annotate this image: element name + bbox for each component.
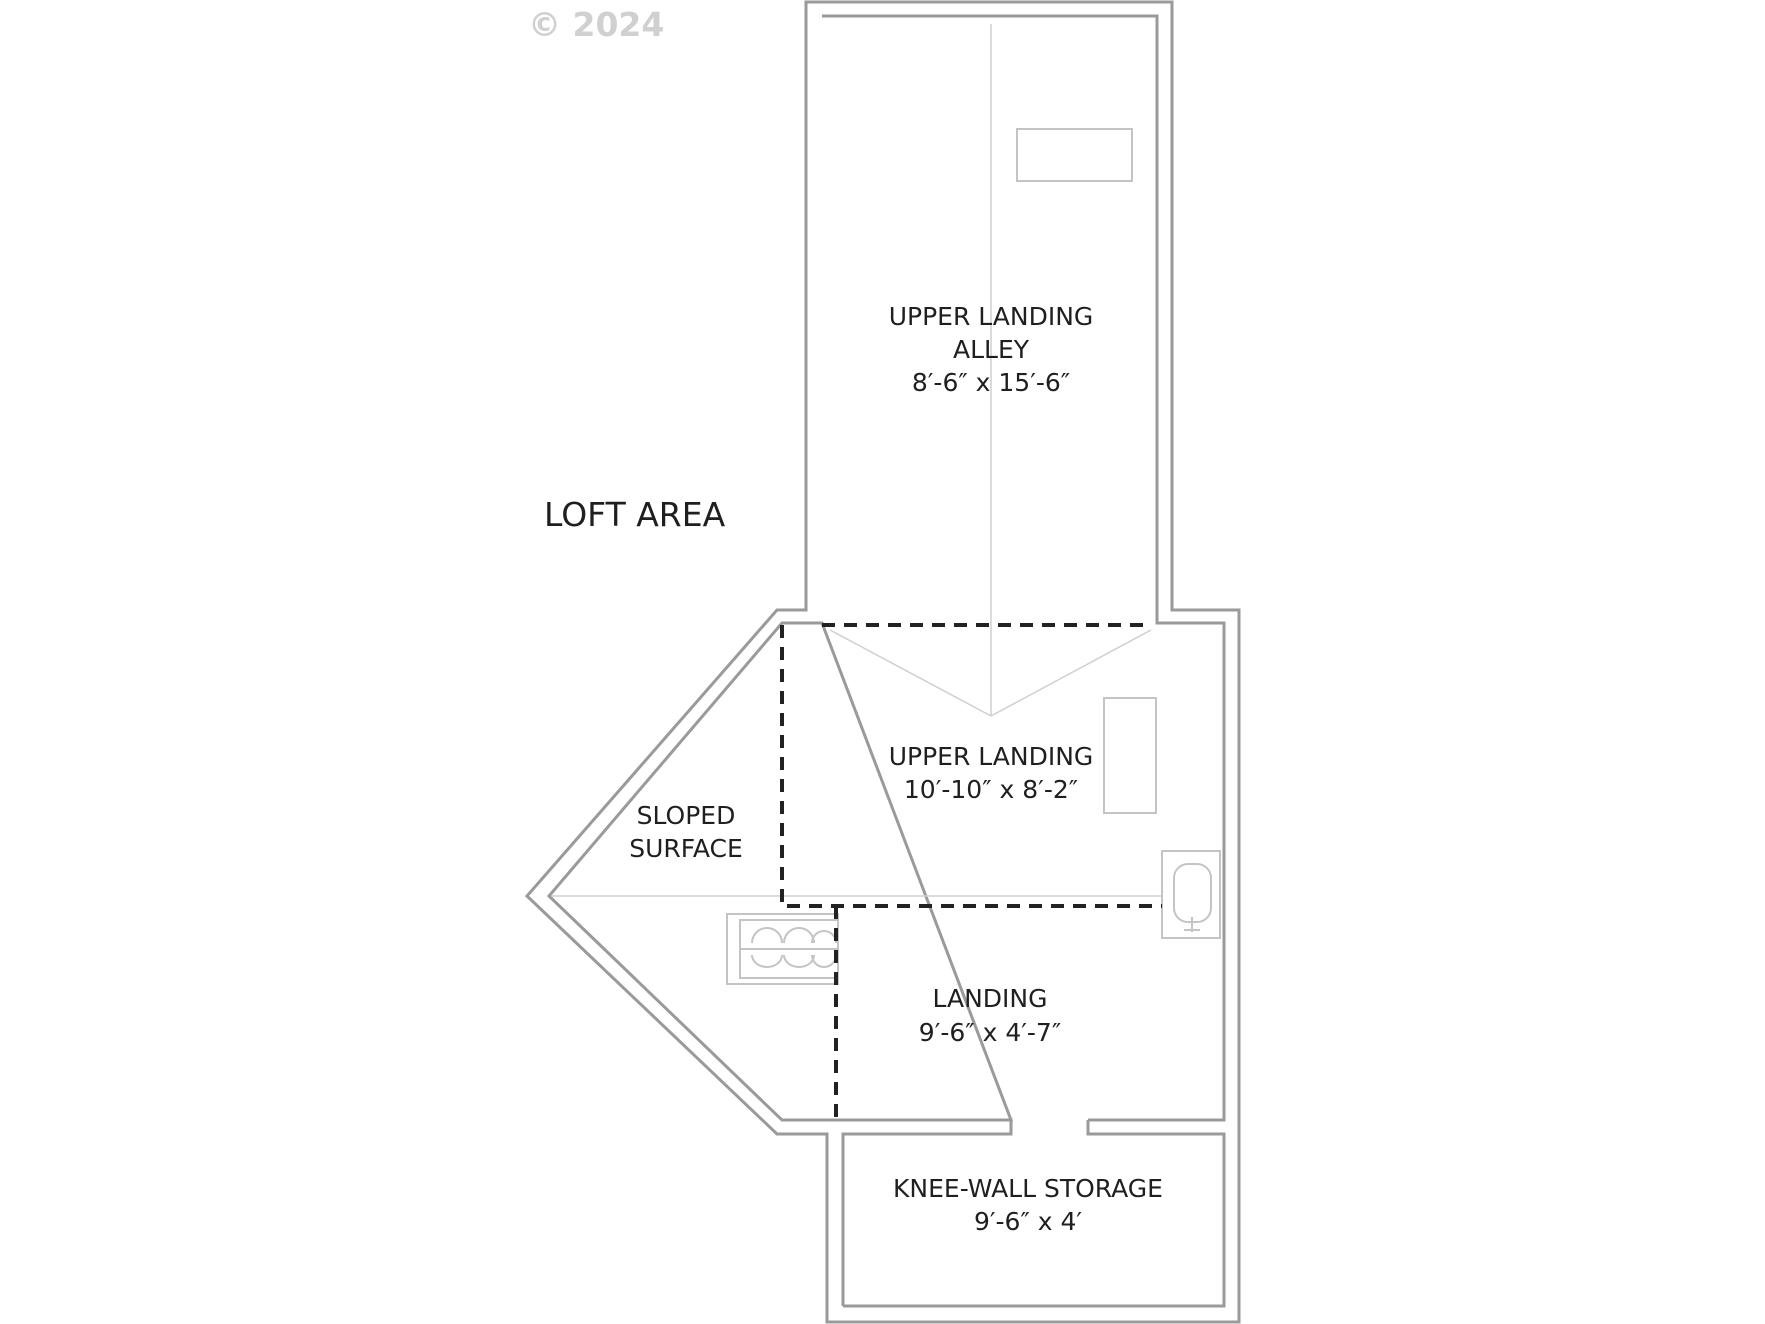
shelf-unit-icon — [726, 913, 839, 985]
upper-landing-alley-label: UPPER LANDING ALLEY 8′-6″ x 15′-6″ — [889, 302, 1094, 397]
sink-icon — [1161, 850, 1221, 939]
room-name: SLOPED — [637, 801, 736, 830]
room-name: UPPER LANDING — [889, 742, 1094, 771]
sloped-surface-label: SLOPED SURFACE — [629, 801, 743, 863]
room-name: UPPER LANDING — [889, 302, 1094, 331]
hip-line-left — [829, 629, 992, 717]
door-jamb-left — [782, 1118, 1013, 1306]
knee-wall-storage-label: KNEE-WALL STORAGE 9′-6″ x 4′ — [893, 1174, 1163, 1236]
room-name: SURFACE — [629, 834, 743, 863]
loft-area-title: LOFT AREA — [544, 495, 726, 534]
room-name: KNEE-WALL STORAGE — [893, 1174, 1163, 1203]
landing-label: LANDING 9′-6″ x 4′-7″ — [919, 984, 1061, 1047]
outer-wall — [524, 0, 1241, 1324]
door-jamb-right — [843, 1120, 1226, 1308]
skylight-lower — [1103, 697, 1157, 814]
upper-landing-label: UPPER LANDING 10′-10″ x 8′-2″ — [889, 742, 1094, 804]
skylight-upper — [1016, 128, 1133, 182]
room-name: LANDING — [932, 984, 1047, 1013]
room-size: 9′-6″ x 4′-7″ — [919, 1018, 1061, 1047]
room-size: 10′-10″ x 8′-2″ — [904, 775, 1078, 804]
room-size: 8′-6″ x 15′-6″ — [912, 368, 1070, 397]
upper-landing-boundary — [780, 623, 1162, 908]
hip-line-right — [990, 629, 1152, 717]
room-size: 9′-6″ x 4′ — [974, 1207, 1082, 1236]
room-name: ALLEY — [953, 335, 1030, 364]
copyright-text: © 2024 — [528, 5, 664, 44]
